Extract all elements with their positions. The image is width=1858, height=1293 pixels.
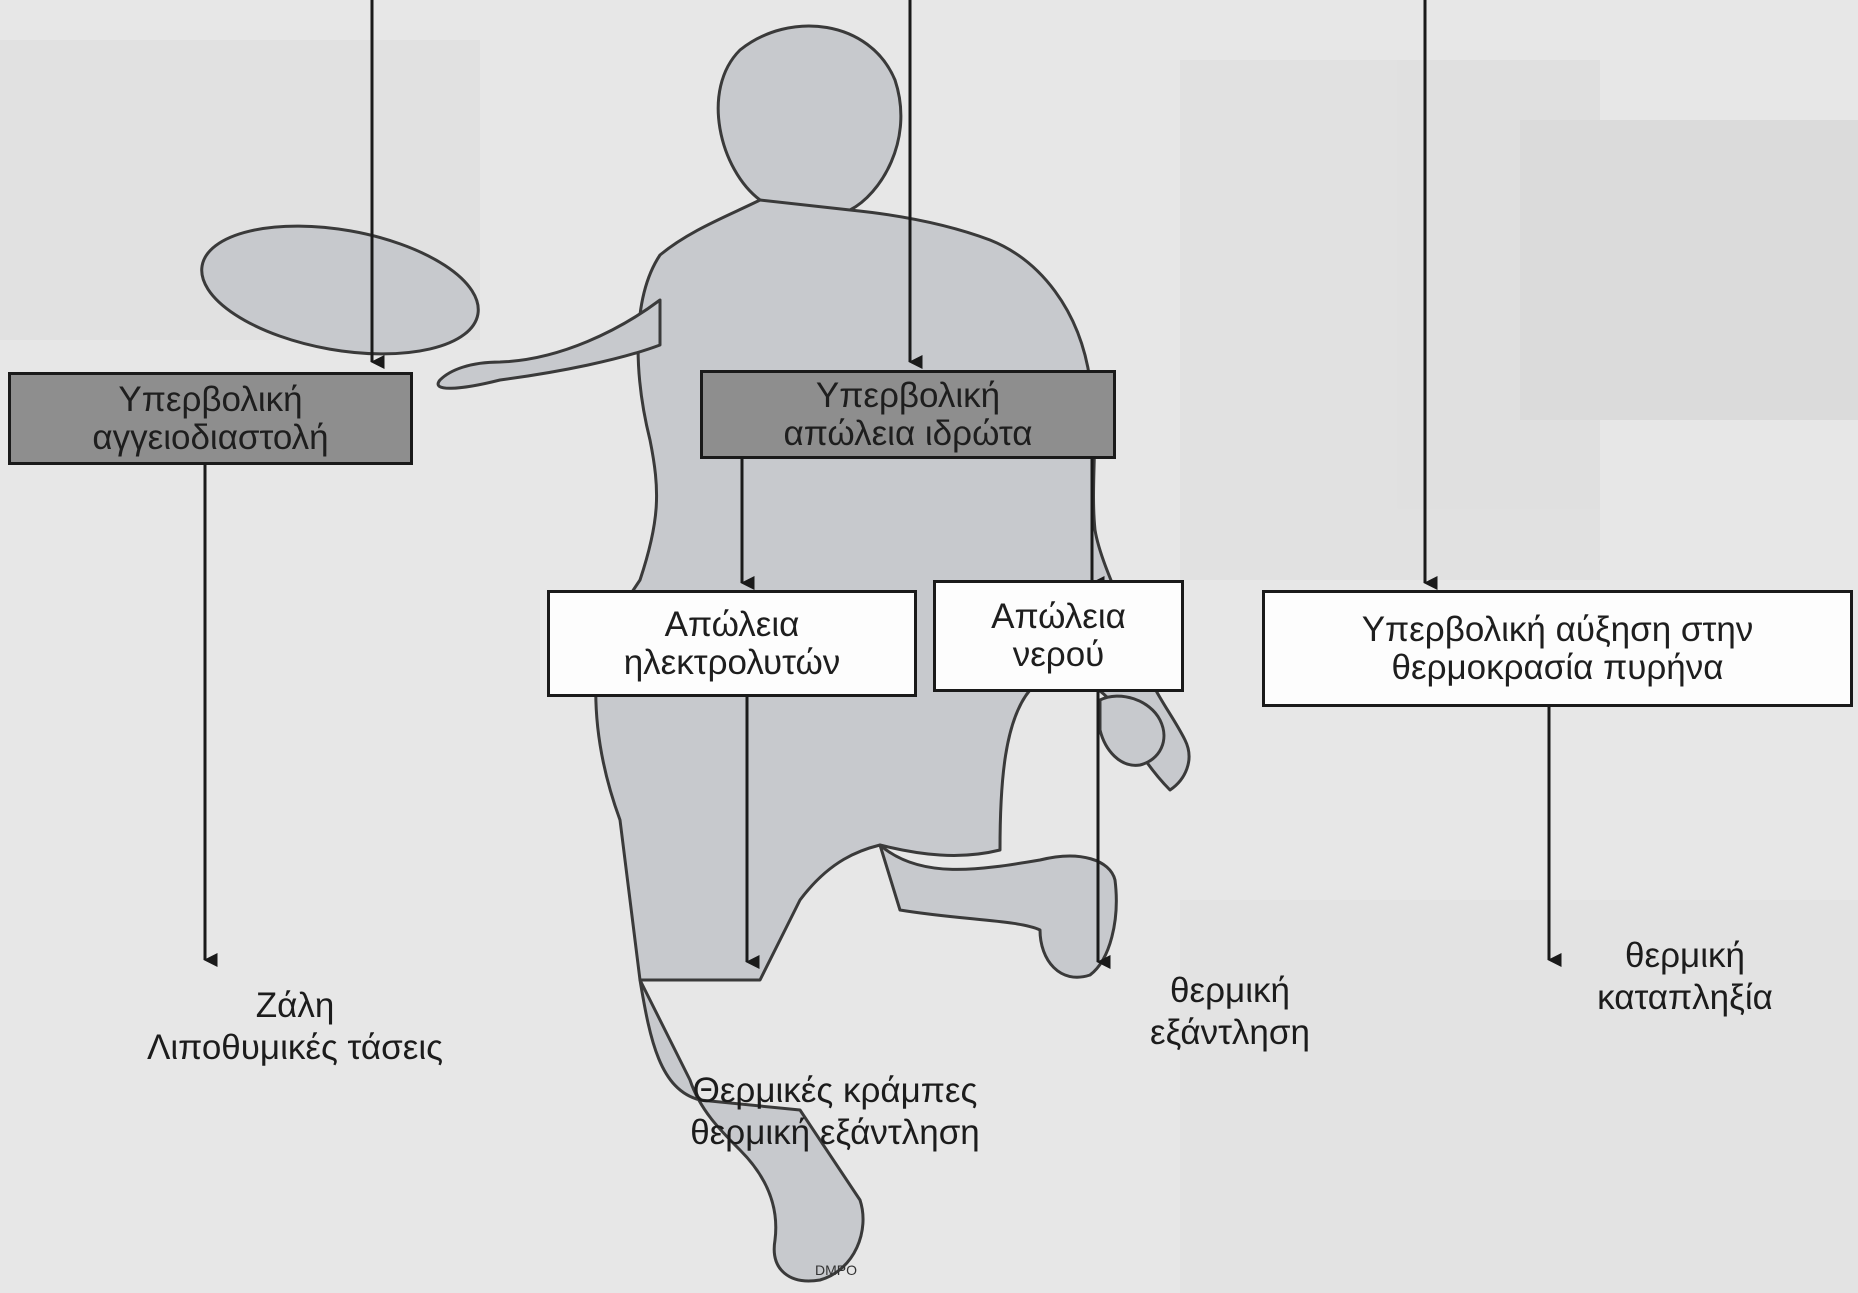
electrolyte-loss-line1: Απώλεια: [665, 606, 800, 644]
dizziness-line2: Λιποθυμικές τάσεις: [55, 1027, 535, 1069]
water-loss-box: Απώλεια νερού: [933, 580, 1184, 692]
sweat-loss-box: Υπερβολική απώλεια ιδρώτα: [700, 370, 1116, 459]
water-loss-line1: Απώλεια: [991, 598, 1126, 636]
dizziness-label: Ζάλη Λιποθυμικές τάσεις: [55, 985, 535, 1069]
vasodilation-line2: αγγειοδιαστολή: [92, 419, 328, 457]
dizziness-line1: Ζάλη: [55, 985, 535, 1027]
water-loss-line2: νερού: [1013, 636, 1105, 674]
heatstroke-line2: καταπληξία: [1535, 977, 1835, 1019]
sweat-loss-line1: Υπερβολική: [816, 377, 1000, 415]
exhaustion-line2: εξάντληση: [1080, 1012, 1380, 1054]
core-temp-box: Υπερβολική αύξηση στην θερμοκρασία πυρήν…: [1262, 590, 1853, 707]
cramps-line2: θερμική εξάντληση: [585, 1112, 1085, 1154]
core-temp-line1: Υπερβολική αύξηση στην: [1362, 611, 1754, 649]
cramps-label: Θερμικές κράμπες θερμική εξάντληση: [585, 1070, 1085, 1154]
exhaustion-label: θερμική εξάντληση: [1080, 970, 1380, 1054]
cramps-line1: Θερμικές κράμπες: [585, 1070, 1085, 1112]
sweat-loss-line2: απώλεια ιδρώτα: [784, 415, 1033, 453]
heatstroke-label: θερμική καταπληξία: [1535, 935, 1835, 1019]
artist-signature: DMPO: [815, 1262, 857, 1278]
exhaustion-line1: θερμική: [1080, 970, 1380, 1012]
vasodilation-line1: Υπερβολική: [118, 381, 302, 419]
core-temp-line2: θερμοκρασία πυρήνα: [1392, 649, 1724, 687]
vasodilation-box: Υπερβολική αγγειοδιαστολή: [8, 372, 413, 465]
electrolyte-loss-box: Απώλεια ηλεκτρολυτών: [547, 590, 917, 697]
heatstroke-line1: θερμική: [1535, 935, 1835, 977]
electrolyte-loss-line2: ηλεκτρολυτών: [624, 644, 841, 682]
